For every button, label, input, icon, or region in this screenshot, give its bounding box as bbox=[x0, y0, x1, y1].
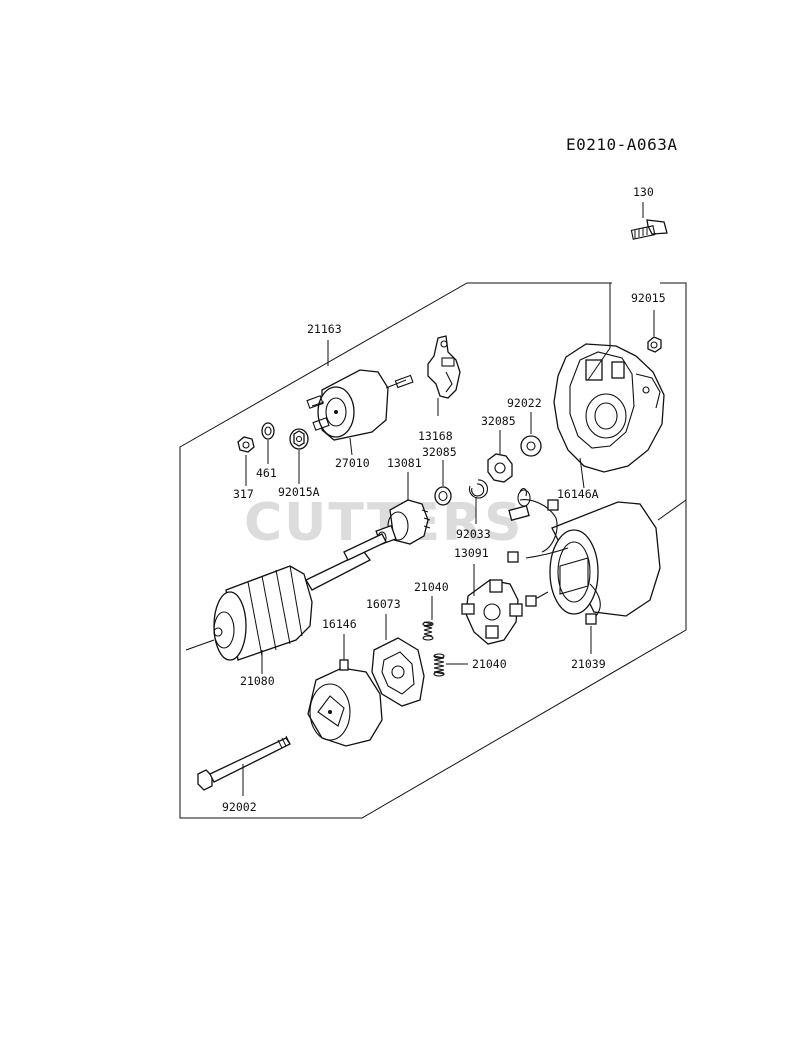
rear-cover-16146-drawing bbox=[307, 634, 383, 747]
brush-holder-13091-drawing bbox=[461, 564, 523, 645]
label-92002: 92002 bbox=[222, 800, 257, 814]
label-16073: 16073 bbox=[366, 597, 401, 611]
label-92022: 92022 bbox=[507, 396, 542, 410]
circlip-92033-drawing bbox=[468, 479, 489, 524]
brush-plate-16073-drawing bbox=[371, 614, 425, 707]
label-21039: 21039 bbox=[571, 657, 606, 671]
diagram-code: E0210-A063A bbox=[566, 135, 677, 154]
collar-32085b-drawing bbox=[434, 460, 452, 506]
nut-92015A-drawing bbox=[289, 428, 309, 484]
label-21040b: 21040 bbox=[472, 657, 507, 671]
pinion-13081-drawing bbox=[375, 472, 431, 546]
label-92015A: 92015A bbox=[278, 485, 320, 499]
washer-92022-drawing bbox=[520, 412, 542, 457]
label-92033: 92033 bbox=[456, 527, 491, 541]
lever-13168-drawing bbox=[427, 335, 461, 416]
label-21163: 21163 bbox=[307, 322, 342, 336]
yoke-21039-drawing bbox=[507, 487, 687, 654]
label-16146A: 16146A bbox=[557, 487, 599, 501]
label-32085b: 32085 bbox=[422, 445, 457, 459]
washer-461-drawing bbox=[261, 422, 275, 464]
label-461: 461 bbox=[256, 466, 277, 480]
label-32085a: 32085 bbox=[481, 414, 516, 428]
assembly-frame bbox=[179, 282, 687, 819]
through-bolt-92002-drawing bbox=[197, 735, 291, 796]
bolt-130-drawing bbox=[630, 202, 668, 240]
label-21040a: 21040 bbox=[414, 580, 449, 594]
label-16146: 16146 bbox=[322, 617, 357, 631]
label-13091: 13091 bbox=[454, 546, 489, 560]
armature-21080-drawing bbox=[185, 533, 387, 674]
label-92015: 92015 bbox=[631, 291, 666, 305]
label-21080: 21080 bbox=[240, 674, 275, 688]
spring-21040a-drawing bbox=[422, 596, 434, 641]
solenoid-21163-drawing bbox=[306, 340, 414, 456]
spring-21040b-drawing bbox=[433, 653, 468, 677]
front-housing-16146A-drawing bbox=[553, 283, 665, 489]
label-13081: 13081 bbox=[387, 456, 422, 470]
label-27010: 27010 bbox=[335, 456, 370, 470]
label-317: 317 bbox=[233, 487, 254, 501]
nut-92015-drawing bbox=[647, 310, 662, 353]
label-130: 130 bbox=[633, 185, 654, 199]
gear-32085a-drawing bbox=[487, 430, 513, 483]
nut-317-drawing bbox=[237, 436, 255, 486]
label-13168: 13168 bbox=[418, 429, 453, 443]
